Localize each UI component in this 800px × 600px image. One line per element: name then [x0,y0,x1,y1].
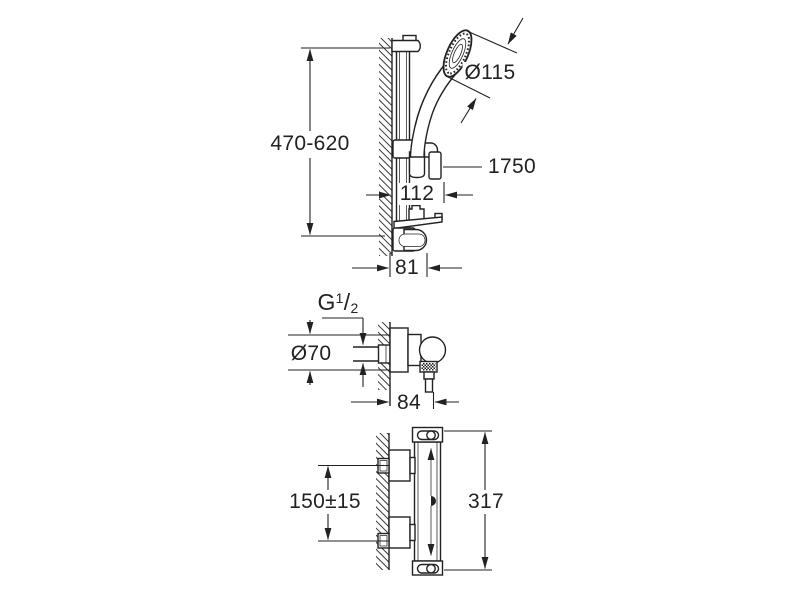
thermostat-side-view [318,426,492,576]
dim-thread-label: G1/2 [315,289,361,317]
wall-fitting [377,344,391,364]
dim-bracket-depth [352,253,462,277]
shower-rail-side-view [301,17,524,277]
dim-body-height-label: 317 [466,489,506,514]
dim-head-diameter [445,17,524,124]
bracket-opening [398,233,426,247]
shower-hose [428,151,442,180]
dim-bracket-depth-label: 81 [393,255,421,280]
inlet-block-bottom [388,516,411,549]
center-mark [431,496,436,506]
thermostat-body [413,441,442,562]
valve-knob [418,336,447,364]
dim-inlet-spacing-label: 150±15 [287,489,363,514]
hose-outlet [424,378,434,393]
valve-side-view [288,317,459,409]
bracket-tab [408,204,425,222]
dim-rosette-diameter-label: Ø70 [288,341,334,366]
rail-top-mount [391,39,422,53]
escutcheon [389,327,409,373]
wall-hatch [379,38,392,256]
handle-lower-tube [408,151,426,179]
dim-rail-height-label: 470-620 [268,131,352,156]
dim-rosette-diameter [288,320,390,385]
dim-rail-height [301,47,390,237]
dim-hose-length-label: 1750 [486,154,538,179]
inlet-block-top [388,449,411,482]
dim-glider-depth [366,182,473,203]
hose-coupling [423,371,435,380]
dim-valve-depth [351,392,459,409]
dim-valve-depth-label: 84 [395,390,423,415]
wall-hatch [376,433,389,570]
soap-dish-tray [393,216,443,230]
dim-head-diameter-label: Ø115 [462,60,518,85]
dim-glider-depth-label: 112 [397,181,437,206]
dim-inlet-spacing [318,464,389,542]
dim-body-height [444,430,492,571]
dim-thread [322,317,367,387]
